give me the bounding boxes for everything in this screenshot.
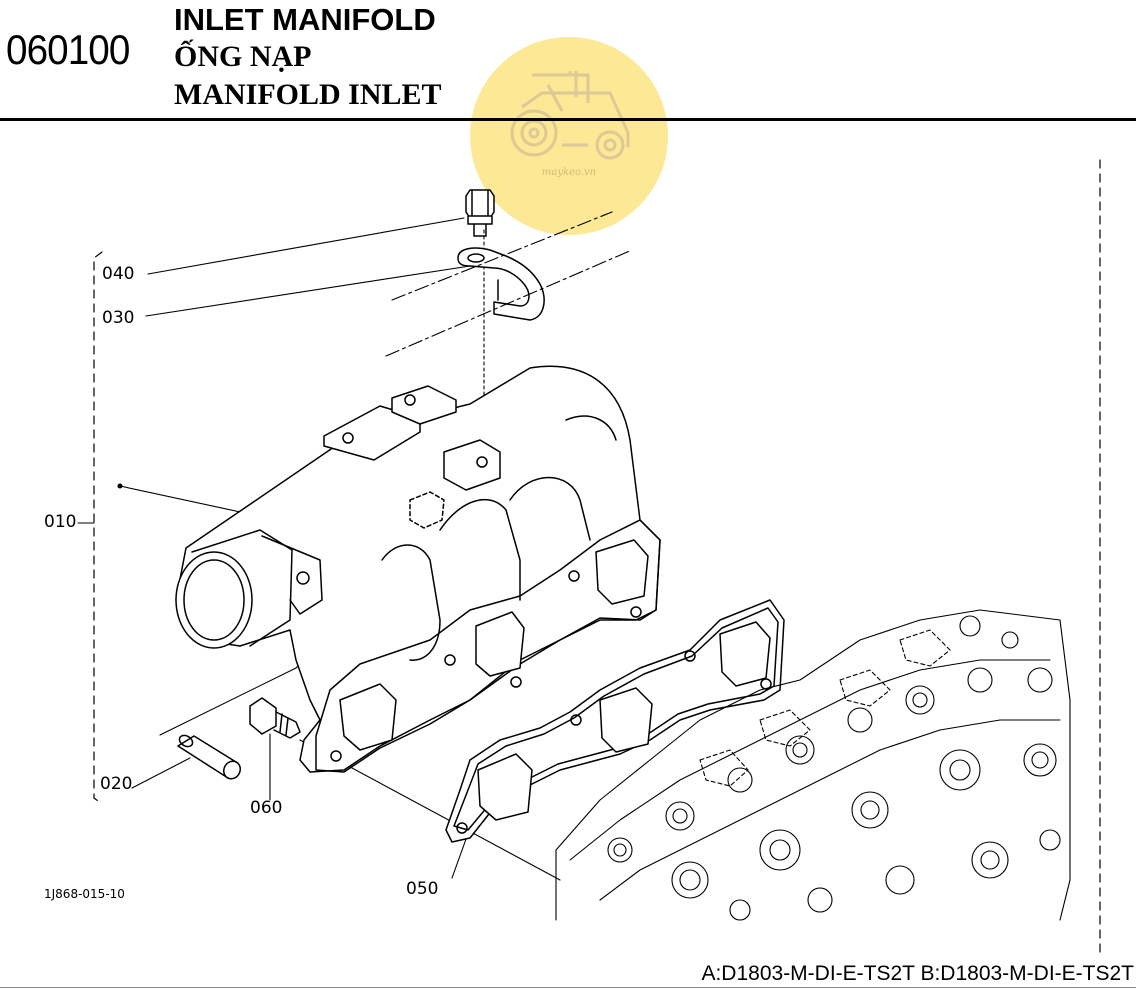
bolt-040 (465, 189, 495, 237)
watermark-logo: maykeo.vn (470, 37, 668, 235)
part-label-010: 010 (44, 512, 77, 532)
title-vietnamese: ỐNG NẠP (174, 40, 312, 73)
tractor-icon (510, 71, 630, 160)
pipe-phantom-lines (385, 211, 633, 357)
pipe-clamp-030 (457, 247, 545, 321)
gasket-050 (445, 599, 785, 843)
drawing-code: 1J868-015-10 (44, 887, 125, 901)
watermark-text: maykeo.vn (541, 167, 597, 178)
part-label-020: 020 (100, 774, 133, 794)
stud-020 (177, 734, 242, 780)
title-english: INLET MANIFOLD (174, 2, 436, 37)
cylinder-head (555, 609, 1071, 921)
part-label-060: 060 (250, 798, 283, 818)
title-malay: MANIFOLD INLET (174, 78, 442, 111)
group-bracket (93, 251, 103, 805)
part-label-030: 030 (102, 308, 135, 328)
part-label-050: 050 (406, 879, 439, 899)
model-codes: A:D1803-M-DI-E-TS2T B:D1803-M-DI-E-TS2T (701, 962, 1134, 985)
inlet-manifold-010 (175, 365, 661, 773)
union-bolt-060 (249, 697, 301, 739)
header-rule (0, 118, 1136, 121)
part-label-040: 040 (102, 264, 135, 284)
bottom-rule (0, 987, 1136, 988)
page-number: 060100 (6, 26, 130, 73)
